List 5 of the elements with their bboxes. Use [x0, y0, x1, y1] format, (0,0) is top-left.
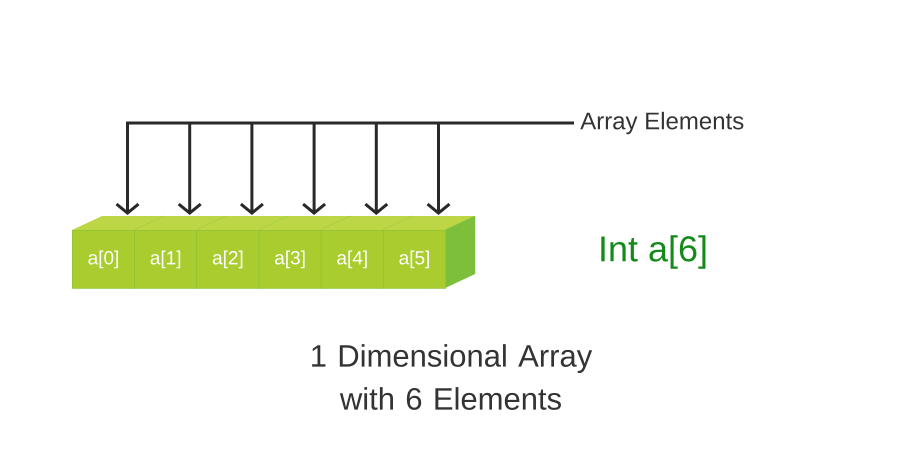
- arrow: [426, 122, 574, 215]
- array-declaration: Int a[6]: [601, 235, 706, 269]
- array-cell: a[5]: [383, 216, 476, 289]
- caption: 1 Dimensional Array with 6 Elements: [312, 344, 592, 410]
- callout-text: Array Elements: [580, 112, 744, 134]
